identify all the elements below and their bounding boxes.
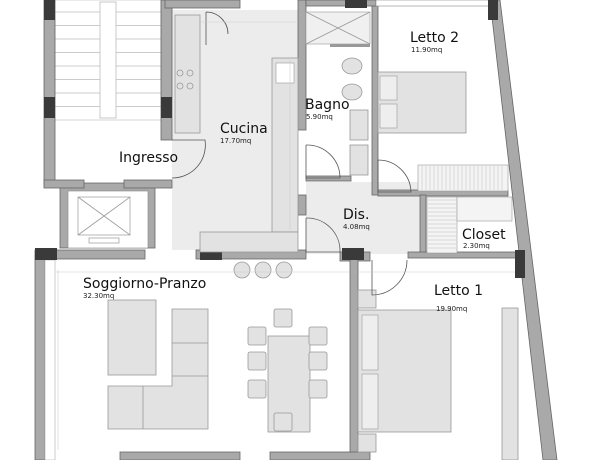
room-area-letto-2: 11.90mq	[411, 46, 442, 54]
dining-chair	[247, 326, 267, 346]
bed-letto-1	[357, 289, 519, 460]
room-label-dis: Dis.	[343, 207, 369, 223]
bed-letto-2	[377, 71, 467, 134]
living-furniture	[107, 299, 328, 433]
walls	[34, 0, 558, 460]
room-area-cucina: 17.70mq	[220, 137, 251, 145]
closet-shelves	[426, 196, 513, 254]
room-area-bagno: 5.90mq	[306, 113, 333, 121]
room-area-letto-1: 19.90mq	[436, 305, 467, 313]
staircase	[54, 0, 162, 121]
room-area-soggiorno-pranzo: 32.30mq	[83, 292, 114, 300]
room-label-soggiorno-pranzo: Soggiorno-Pranzo	[83, 276, 206, 292]
room-label-ingresso: Ingresso	[119, 150, 178, 166]
room-area-closet: 2.30mq	[463, 242, 490, 250]
doors	[171, 11, 412, 296]
dining-chair	[273, 308, 293, 328]
room-label-letto-2: Letto 2	[410, 30, 459, 46]
wardrobe-letto-2	[417, 164, 509, 192]
dining-chair	[273, 412, 293, 432]
room-label-bagno: Bagno	[305, 97, 350, 113]
room-label-letto-1: Letto 1	[434, 283, 483, 299]
dimension-lines	[55, 21, 515, 450]
dining-chair	[308, 351, 328, 371]
kitchen-counters	[174, 14, 299, 279]
dining-chair	[308, 379, 328, 399]
dining-chair	[247, 351, 267, 371]
bathroom-fixtures	[305, 11, 371, 176]
dining-chair	[247, 379, 267, 399]
room-label-closet: Closet	[462, 227, 506, 243]
elevator-shaft	[59, 182, 156, 249]
room-label-cucina: Cucina	[220, 121, 268, 137]
room-area-dis: 4.08mq	[343, 223, 370, 231]
dining-chair	[308, 326, 328, 346]
